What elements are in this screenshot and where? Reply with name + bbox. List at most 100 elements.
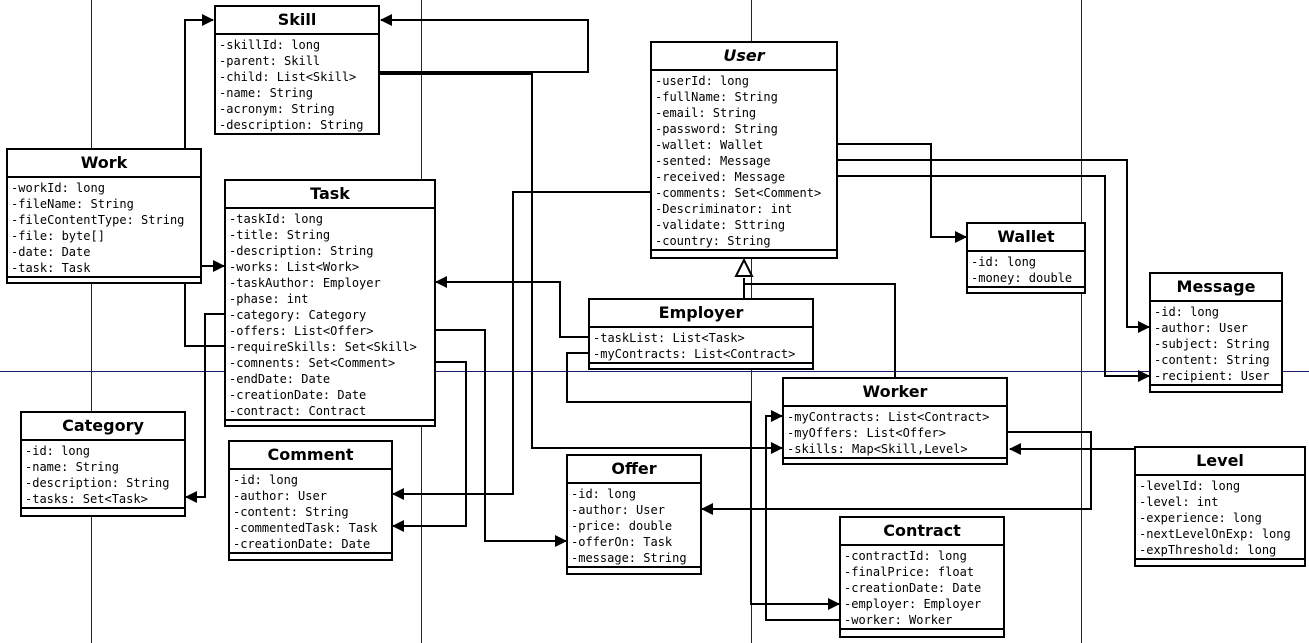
attribute-list: -id: long -author: User -content: String… <box>230 470 391 554</box>
association-contract-worker <box>765 410 840 621</box>
attribute: -content: String <box>1154 353 1270 367</box>
class-task[interactable]: Task -taskId: long -title: String -descr… <box>224 179 436 427</box>
attribute-list: -id: long -author: User -price: double -… <box>568 484 700 568</box>
attribute: -levelId: long <box>1139 479 1241 493</box>
attribute: -password: String <box>655 122 778 136</box>
attribute: -subject: String <box>1154 337 1270 351</box>
operations-compartment <box>226 421 434 427</box>
class-category[interactable]: Category -id: long -name: String -descri… <box>20 411 186 517</box>
attribute: -acronym: String <box>219 102 335 116</box>
attribute: -tasks: Set<Task> <box>25 492 148 506</box>
attribute: -taskAuthor: Employer <box>229 276 381 290</box>
attribute: -date: Date <box>11 245 91 259</box>
attribute: -name: String <box>25 460 119 474</box>
attribute-list: -levelId: long -level: int -experience: … <box>1136 476 1304 560</box>
attribute: -description: String <box>229 244 374 258</box>
attribute: -description: String <box>25 476 170 490</box>
attribute: -id: long <box>25 444 91 458</box>
association-user-message-sented <box>837 159 1150 333</box>
attribute: -worker: Worker <box>844 613 953 627</box>
operations-compartment <box>216 135 378 141</box>
association-work-requireskills <box>184 283 225 347</box>
operations-compartment <box>230 554 391 560</box>
attribute-list: -taskList: List<Task> -myContracts: List… <box>590 328 812 364</box>
class-skill[interactable]: Skill -skillId: long -parent: Skill -chi… <box>214 5 380 135</box>
association-task-category <box>185 313 225 503</box>
attribute-list: -workId: long -fileName: String -fileCon… <box>8 178 200 278</box>
attribute: -userId: long <box>655 74 749 88</box>
attribute: -author: User <box>571 503 665 517</box>
attribute: -myOffers: List<Offer> <box>787 426 946 440</box>
generalization-triangle <box>734 257 754 277</box>
attribute: -contract: Contract <box>229 404 367 418</box>
attribute: -description: String <box>219 118 364 132</box>
operations-compartment <box>784 459 1006 465</box>
attribute: -author: User <box>233 489 327 503</box>
class-name: Offer <box>568 456 700 484</box>
attribute-list: -myContracts: List<Contract> -myOffers: … <box>784 407 1006 459</box>
attribute: -skillId: long <box>219 38 321 52</box>
attribute: -endDate: Date <box>229 372 331 386</box>
operations-compartment <box>652 251 836 257</box>
class-name: Wallet <box>968 224 1084 252</box>
attribute: -skills: Map<Skill,Level> <box>787 442 968 456</box>
operations-compartment <box>841 630 1003 636</box>
attribute: -finalPrice: float <box>844 565 975 579</box>
attribute: -sented: Message <box>655 154 771 168</box>
attribute: -offers: List<Offer> <box>229 324 374 338</box>
attribute-list: -skillId: long -parent: Skill -child: Li… <box>216 35 378 135</box>
attribute: -creationDate: Date <box>233 537 371 551</box>
attribute: -id: long <box>1154 305 1220 319</box>
page-guide-vertical <box>1081 0 1082 643</box>
attribute: -author: User <box>1154 321 1248 335</box>
attribute: -creationDate: Date <box>229 388 367 402</box>
attribute: -comments: Set<Comment> <box>655 186 822 200</box>
attribute: -id: long <box>233 473 299 487</box>
attribute: -email: String <box>655 106 757 120</box>
attribute: -works: List<Work> <box>229 260 360 274</box>
attribute: -validate: Sttring <box>655 218 786 232</box>
class-user[interactable]: User -userId: long -fullName: String -em… <box>650 41 838 259</box>
attribute-list: -contractId: long -finalPrice: float -cr… <box>841 546 1003 630</box>
attribute-list: -id: long -money: double <box>968 252 1084 288</box>
class-name: Level <box>1136 448 1304 476</box>
class-name: User <box>652 43 836 71</box>
attribute: -title: String <box>229 228 331 242</box>
attribute: -fullName: String <box>655 90 778 104</box>
class-message[interactable]: Message -id: long -author: User -subject… <box>1149 272 1283 393</box>
class-offer[interactable]: Offer -id: long -author: User -price: do… <box>566 454 702 575</box>
attribute-list: -id: long -author: User -subject: String… <box>1151 302 1281 386</box>
operations-compartment <box>8 278 200 284</box>
class-contract[interactable]: Contract -contractId: long -finalPrice: … <box>839 516 1005 638</box>
attribute: -offerOn: Task <box>571 535 673 549</box>
generalization-worker-user <box>744 283 896 378</box>
class-name: Worker <box>784 379 1006 407</box>
association-employer-task <box>435 276 588 338</box>
class-name: Employer <box>590 300 812 328</box>
attribute: -commentedTask: Task <box>233 521 378 535</box>
class-name: Comment <box>230 442 391 470</box>
class-name: Category <box>22 413 184 441</box>
class-wallet[interactable]: Wallet -id: long -money: double <box>966 222 1086 294</box>
attribute: -category: Category <box>229 308 367 322</box>
class-worker[interactable]: Worker -myContracts: List<Contract> -myO… <box>782 377 1008 465</box>
attribute: -contractId: long <box>844 549 967 563</box>
class-level[interactable]: Level -levelId: long -level: int -experi… <box>1134 446 1306 567</box>
attribute: -myContracts: List<Contract> <box>593 347 796 361</box>
attribute: -id: long <box>571 487 637 501</box>
attribute: -Descriminator: int <box>655 202 793 216</box>
class-name: Contract <box>841 518 1003 546</box>
operations-compartment <box>968 288 1084 294</box>
attribute: -experience: long <box>1139 511 1262 525</box>
class-employer[interactable]: Employer -taskList: List<Task> -myContra… <box>588 298 814 370</box>
attribute: -workId: long <box>11 181 105 195</box>
attribute-list: -userId: long -fullName: String -email: … <box>652 71 836 251</box>
attribute: -wallet: Wallet <box>655 138 764 152</box>
attribute-list: -taskId: long -title: String -descriptio… <box>226 209 434 421</box>
class-comment[interactable]: Comment -id: long -author: User -content… <box>228 440 393 561</box>
class-work[interactable]: Work -workId: long -fileName: String -fi… <box>6 148 202 284</box>
attribute: -taskList: List<Task> <box>593 331 745 345</box>
attribute: -taskId: long <box>229 212 323 226</box>
association-skill-worker <box>380 73 783 454</box>
